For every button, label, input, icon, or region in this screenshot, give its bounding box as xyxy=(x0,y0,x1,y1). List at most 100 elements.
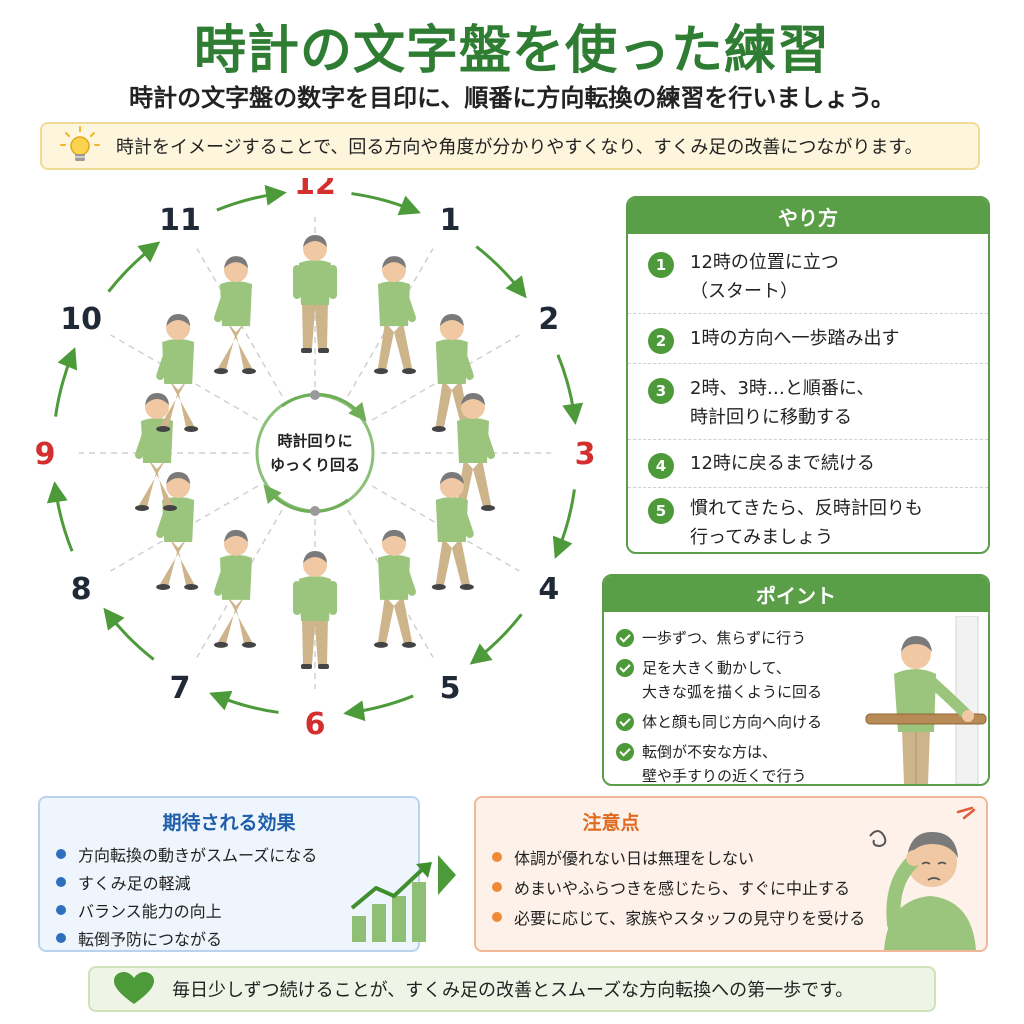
point-item: 転倒が不安な方は、壁や手すりの近くで行う xyxy=(616,740,856,785)
clock-number: 6 xyxy=(305,707,326,738)
lightbulb-icon xyxy=(60,126,100,161)
caution-item: めまいやふらつきを感じたら、すぐに中止する xyxy=(492,872,865,902)
caution-text: 必要に応じて、家族やスタッフの見守りを受ける xyxy=(514,909,866,928)
effect-item: 方向転換の動きがスムーズになる xyxy=(56,840,317,868)
clock-number: 12 xyxy=(294,178,336,202)
how-to-panel: やり方 1 12時の位置に立つ （スタート） 2 1時の方向へ一歩踏み出す 3 2… xyxy=(626,196,990,554)
effect-text: すくみ足の軽減 xyxy=(78,874,191,893)
bullet-dot xyxy=(56,905,66,915)
clockwise-arrow xyxy=(552,489,576,559)
point-item: 一歩ずつ、焦らずに行う xyxy=(616,626,856,650)
step-text: 12時に戻るまで続ける xyxy=(690,453,875,474)
triangle-arrow-icon xyxy=(438,855,456,895)
rising-bar-chart-icon xyxy=(350,862,432,942)
effects-box: 期待される効果 方向転換の動きがスムーズになる すくみ足の軽減 バランス能力の向… xyxy=(38,796,432,952)
heart-icon xyxy=(114,972,154,1004)
clock-number: 3 xyxy=(575,437,596,472)
clockwise-arrow xyxy=(46,481,74,552)
how-to-header: やり方 xyxy=(628,198,988,234)
step-item: 5 慣れてきたら、反時計回りも行ってみましょう xyxy=(628,488,988,552)
center-label-line1: 時計回りに xyxy=(277,432,352,450)
effect-item: 転倒予防につながる xyxy=(56,924,317,952)
clock-number: 10 xyxy=(60,302,102,337)
point-item: 足を大きく動かして、大きな弧を描くように回る xyxy=(616,656,856,704)
clock-number: 1 xyxy=(440,203,461,238)
bullet-dot xyxy=(492,912,502,922)
step-text-2: 時計回りに移動する xyxy=(690,407,852,428)
caution-item: 体調が優れない日は無理をしない xyxy=(492,842,865,872)
clockwise-arrow xyxy=(556,354,584,425)
walking-person-figure xyxy=(453,393,495,511)
walking-person-figure xyxy=(293,551,337,669)
bullet-dot xyxy=(492,882,502,892)
step-item: 4 12時に戻るまで続ける xyxy=(628,440,988,488)
clock-number: 7 xyxy=(170,671,191,706)
caution-title: 注意点 xyxy=(582,812,640,834)
point-text: 足を大きく動かして、 xyxy=(642,659,791,677)
page-subtitle: 時計の文字盤の数字を目印に、順番に方向転換の練習を行いましょう。 xyxy=(129,84,895,112)
point-text-2: 大きな弧を描くように回る xyxy=(642,683,823,701)
step-item: 1 12時の位置に立つ （スタート） xyxy=(628,234,988,314)
effect-text: 転倒予防につながる xyxy=(78,930,223,949)
check-circle-icon xyxy=(616,743,634,761)
point-text-2: 壁や手すりの近くで行う xyxy=(642,767,807,785)
caution-box: 注意点 体調が優れない日は無理をしない めまいやふらつきを感じたら、すぐに中止す… xyxy=(474,796,988,952)
point-item: 体と顔も同じ方向へ向ける xyxy=(616,710,856,734)
footer-banner: 毎日少しずつ続けることが、すくみ足の改善とスムーズな方向転換への第一歩です。 xyxy=(88,966,936,1012)
clock-number: 8 xyxy=(71,572,92,607)
page-title: 時計の文字盤を使った練習 xyxy=(193,21,830,81)
clock-number: 11 xyxy=(159,203,201,238)
step-text-2: （スタート） xyxy=(690,281,798,302)
step-number: 2 xyxy=(648,328,674,354)
how-to-steps: 1 12時の位置に立つ （スタート） 2 1時の方向へ一歩踏み出す 3 2時、3時… xyxy=(628,234,988,552)
step-number: 4 xyxy=(648,453,674,479)
clockwise-arrow xyxy=(343,694,414,722)
bullet-dot xyxy=(56,849,66,859)
walking-person-figure xyxy=(431,472,474,590)
clock-number: 2 xyxy=(538,302,559,337)
step-item: 3 2時、3時…と順番に、時計回りに移動する xyxy=(628,364,988,440)
footer-text: 毎日少しずつ続けることが、すくみ足の改善とスムーズな方向転換への第一歩です。 xyxy=(172,980,854,1001)
bullet-dot xyxy=(56,933,66,943)
point-text: 体と顔も同じ方向へ向ける xyxy=(642,713,823,731)
dizzy-person-figure xyxy=(869,806,976,950)
bullet-dot xyxy=(56,877,66,887)
clockwise-arrow xyxy=(351,192,421,216)
center-label-line2: ゆっくり回る xyxy=(270,456,360,474)
walking-person-figure xyxy=(156,314,199,432)
effect-item: バランス能力の向上 xyxy=(56,896,317,924)
walking-person-figure xyxy=(293,235,337,353)
step-number: 3 xyxy=(648,378,674,404)
points-header: ポイント xyxy=(604,576,988,612)
walking-person-figure xyxy=(214,529,256,648)
tip-text: 時計をイメージすることで、回る方向や角度が分かりやすくなり、すくみ足の改善につな… xyxy=(116,137,923,158)
clockwise-arrow xyxy=(107,241,161,293)
clockwise-arrow xyxy=(209,690,279,714)
walking-figures xyxy=(135,235,495,669)
step-number: 5 xyxy=(648,498,674,524)
caution-text: 体調が優れない日は無理をしない xyxy=(514,849,755,868)
step-text: 12時の位置に立つ xyxy=(690,252,839,273)
effect-item: すくみ足の軽減 xyxy=(56,868,317,896)
check-circle-icon xyxy=(616,713,634,731)
bullet-dot xyxy=(492,852,502,862)
caution-list: 体調が優れない日は無理をしない めまいやふらつきを感じたら、すぐに中止する 必要… xyxy=(492,842,865,932)
walking-person-figure xyxy=(374,256,416,375)
step-text-2: 行ってみましょう xyxy=(690,527,834,548)
effects-list: 方向転換の動きがスムーズになる すくみ足の軽減 バランス能力の向上 転倒予防につ… xyxy=(56,840,317,952)
clock-number: 4 xyxy=(538,572,559,607)
step-number: 1 xyxy=(648,252,674,278)
step-item: 2 1時の方向へ一歩踏み出す xyxy=(628,314,988,364)
clockwise-arrow xyxy=(216,184,287,212)
clockwise-arrow xyxy=(469,613,523,665)
step-text: 2時、3時…と順番に、 xyxy=(690,378,875,399)
step-text: 慣れてきたら、反時計回りも xyxy=(690,498,923,519)
effect-text: 方向転換の動きがスムーズになる xyxy=(78,846,318,865)
points-panel: ポイント 一歩ずつ、焦らずに行う 足を大きく動かして、大きな弧を描くように回る … xyxy=(602,574,990,786)
clock-number: 5 xyxy=(440,671,461,706)
walking-person-figure xyxy=(135,393,177,511)
caution-text: めまいやふらつきを感じたら、すぐに中止する xyxy=(514,879,851,898)
clockwise-arrow xyxy=(475,245,527,299)
